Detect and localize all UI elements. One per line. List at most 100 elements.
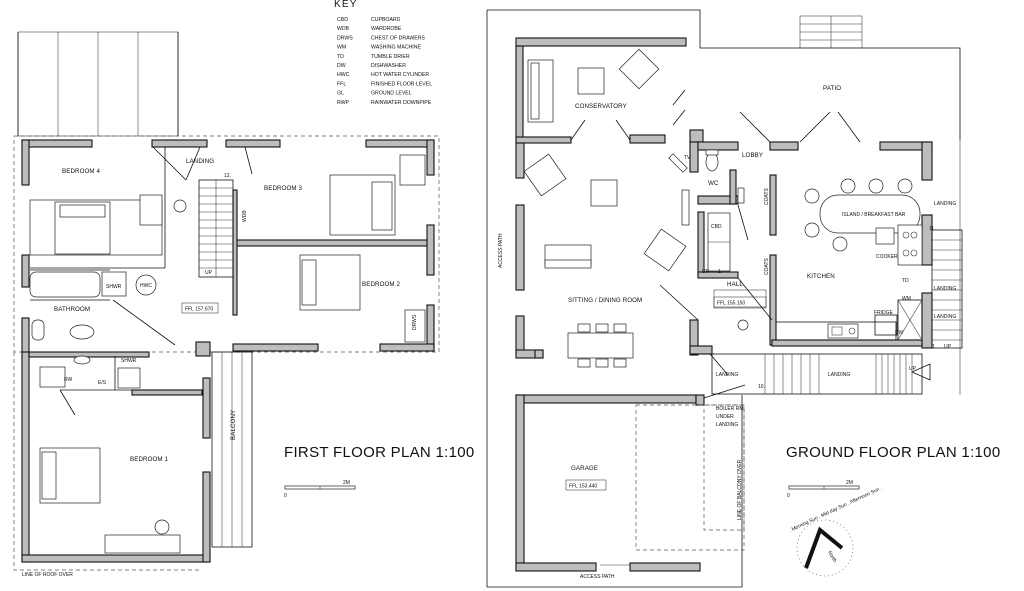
svg-text:2M: 2M (846, 480, 853, 486)
ground-floor-doors (570, 89, 861, 566)
label-access-path-bottom: ACCESS PATH (580, 574, 615, 580)
key-code: DW (337, 63, 346, 69)
label-step-10: 10. (758, 384, 765, 390)
room-label-kitchen: KITCHEN (807, 273, 835, 280)
key-meaning: CUPBOARD (371, 17, 401, 23)
label-fridge: FRIDGE (874, 310, 894, 316)
first-floor-title: FIRST FLOOR PLAN 1:100 (284, 444, 475, 461)
label-coats-1: COATS (764, 187, 770, 205)
label-dw: DW (895, 330, 904, 336)
first-floor-walls (21, 139, 435, 563)
label-rw: RW (64, 377, 73, 383)
label-line-of-roof-over: LINE OF ROOF OVER (22, 572, 73, 578)
key-meaning: FINISHED FLOOR LEVEL (371, 81, 432, 87)
sitting-room-furniture (523, 153, 690, 368)
key-code: HWC (337, 72, 350, 78)
first-floor-scale-bar: 0 2M (284, 480, 356, 499)
label-landing-3: LANDING (934, 201, 956, 207)
label-cbd: CBD (711, 224, 722, 230)
ground-floor-scale-bar: 0 2M (787, 480, 860, 499)
room-label-bedroom-1: BEDROOM 1 (130, 456, 168, 463)
room-label-bedroom-4: BEDROOM 4 (62, 168, 100, 175)
key-meaning: RAINWATER DOWNPIPE (371, 100, 432, 106)
key-meaning: TUMBLE DRIER (371, 54, 410, 60)
room-label-sitting-dining: SITTING / DINING ROOM (568, 297, 642, 304)
label-boiler-2: UNDER (716, 414, 734, 420)
room-label-garage: GARAGE (571, 465, 598, 472)
label-drws: DRWS (412, 314, 418, 330)
external-stairs (711, 229, 963, 395)
room-label-landing-ff: LANDING (186, 158, 214, 165)
key-heading: KEY (334, 0, 358, 10)
label-stair-count: 12. (224, 173, 231, 179)
svg-text:2M: 2M (343, 480, 350, 486)
label-up-ext: UP (909, 366, 917, 372)
label-td: TD (902, 278, 909, 284)
key-meaning: GROUND LEVEL (371, 91, 412, 97)
label-ffl-garage: FFL 153.440 (569, 484, 597, 490)
first-floor-plan: BEDROOM 4 LANDING BEDROOM 3 BEDROOM 2 BA… (13, 31, 475, 578)
ground-floor-plan: CONSERVATORY PATIO LOBBY WC SITTING / DI… (486, 9, 1000, 588)
key-code: FFL (337, 81, 346, 87)
key-code: DRWS (337, 35, 353, 41)
label-ffl-hall: FFL 155.150 (717, 301, 745, 307)
label-step-1a: 1. (718, 269, 722, 275)
room-label-bedroom-2: BEDROOM 2 (362, 281, 400, 288)
label-up-side: UP (944, 344, 952, 350)
label-coats-2: COATS (764, 257, 770, 275)
room-label-bedroom-3: BEDROOM 3 (264, 185, 302, 192)
roof-over-top (17, 31, 179, 137)
label-step-1b: 1. (932, 344, 936, 350)
key-meaning: DISHWASHER (371, 63, 406, 69)
label-tv: TV (684, 155, 691, 161)
key-code: RWP (337, 100, 350, 106)
room-label-bathroom: BATHROOM (54, 306, 90, 313)
label-landing-4: LANDING (934, 286, 956, 292)
label-ensuite: E/S (98, 380, 107, 386)
label-shwr-bathroom: SHWR (106, 284, 122, 290)
room-label-wc: WC (708, 180, 719, 187)
kitchen-fixtures (775, 178, 923, 341)
compass-north-arrow: North . Morning Sun . Mid day Sun . Afte… (788, 485, 883, 577)
room-label-island: ISLAND / BREAKFAST BAR (842, 212, 906, 218)
label-ffl-first-floor: FFL 157.670 (185, 307, 213, 313)
key-code: CBD (337, 17, 348, 23)
room-label-balcony: BALCONY (230, 410, 237, 440)
svg-text:0: 0 (787, 493, 790, 499)
room-label-conservatory: CONSERVATORY (575, 103, 627, 110)
conservatory-furniture (527, 48, 660, 123)
room-label-lobby: LOBBY (742, 152, 763, 159)
first-floor-furniture (29, 154, 426, 554)
label-boiler-3: LANDING (716, 422, 738, 428)
compass-north-label: North (826, 550, 837, 564)
key-meaning: CHEST OF DRAWERS (371, 35, 425, 41)
label-stair-up-ff: UP (205, 270, 213, 276)
label-line-of-balcony-over: LINE OF BALCONY OVER (737, 459, 743, 520)
site-boundary (486, 10, 743, 588)
label-step-11: 11 (929, 226, 934, 232)
label-boiler-1: BOILER RM (716, 406, 744, 412)
room-label-hall: HALL (727, 281, 743, 288)
svg-text:0: 0 (284, 493, 287, 499)
label-cooker: COOKER (876, 254, 898, 260)
conservatory-walls (515, 37, 704, 179)
roof-line-lower (13, 352, 200, 571)
key-meaning: WASHING MACHINE (371, 45, 421, 51)
compass-sun-path: . Morning Sun . Mid day Sun . Afternoon … (788, 485, 883, 533)
room-label-patio: PATIO (823, 85, 841, 92)
key-code: TD (337, 54, 344, 60)
roof-line-outline (13, 135, 440, 353)
label-access-path-side: ACCESS PATH (498, 233, 504, 268)
label-landing-2: LANDING (828, 372, 850, 378)
balcony-deck (211, 351, 253, 548)
key-meaning: HOT WATER CYLINDER (371, 72, 429, 78)
label-landing-5: LANDING (934, 314, 956, 320)
ground-floor-walls (515, 134, 933, 572)
first-floor-stair (198, 179, 234, 278)
label-hwc: HWC (140, 283, 152, 289)
label-landing-1: LANDING (716, 372, 738, 378)
key-code: WM (337, 45, 346, 51)
